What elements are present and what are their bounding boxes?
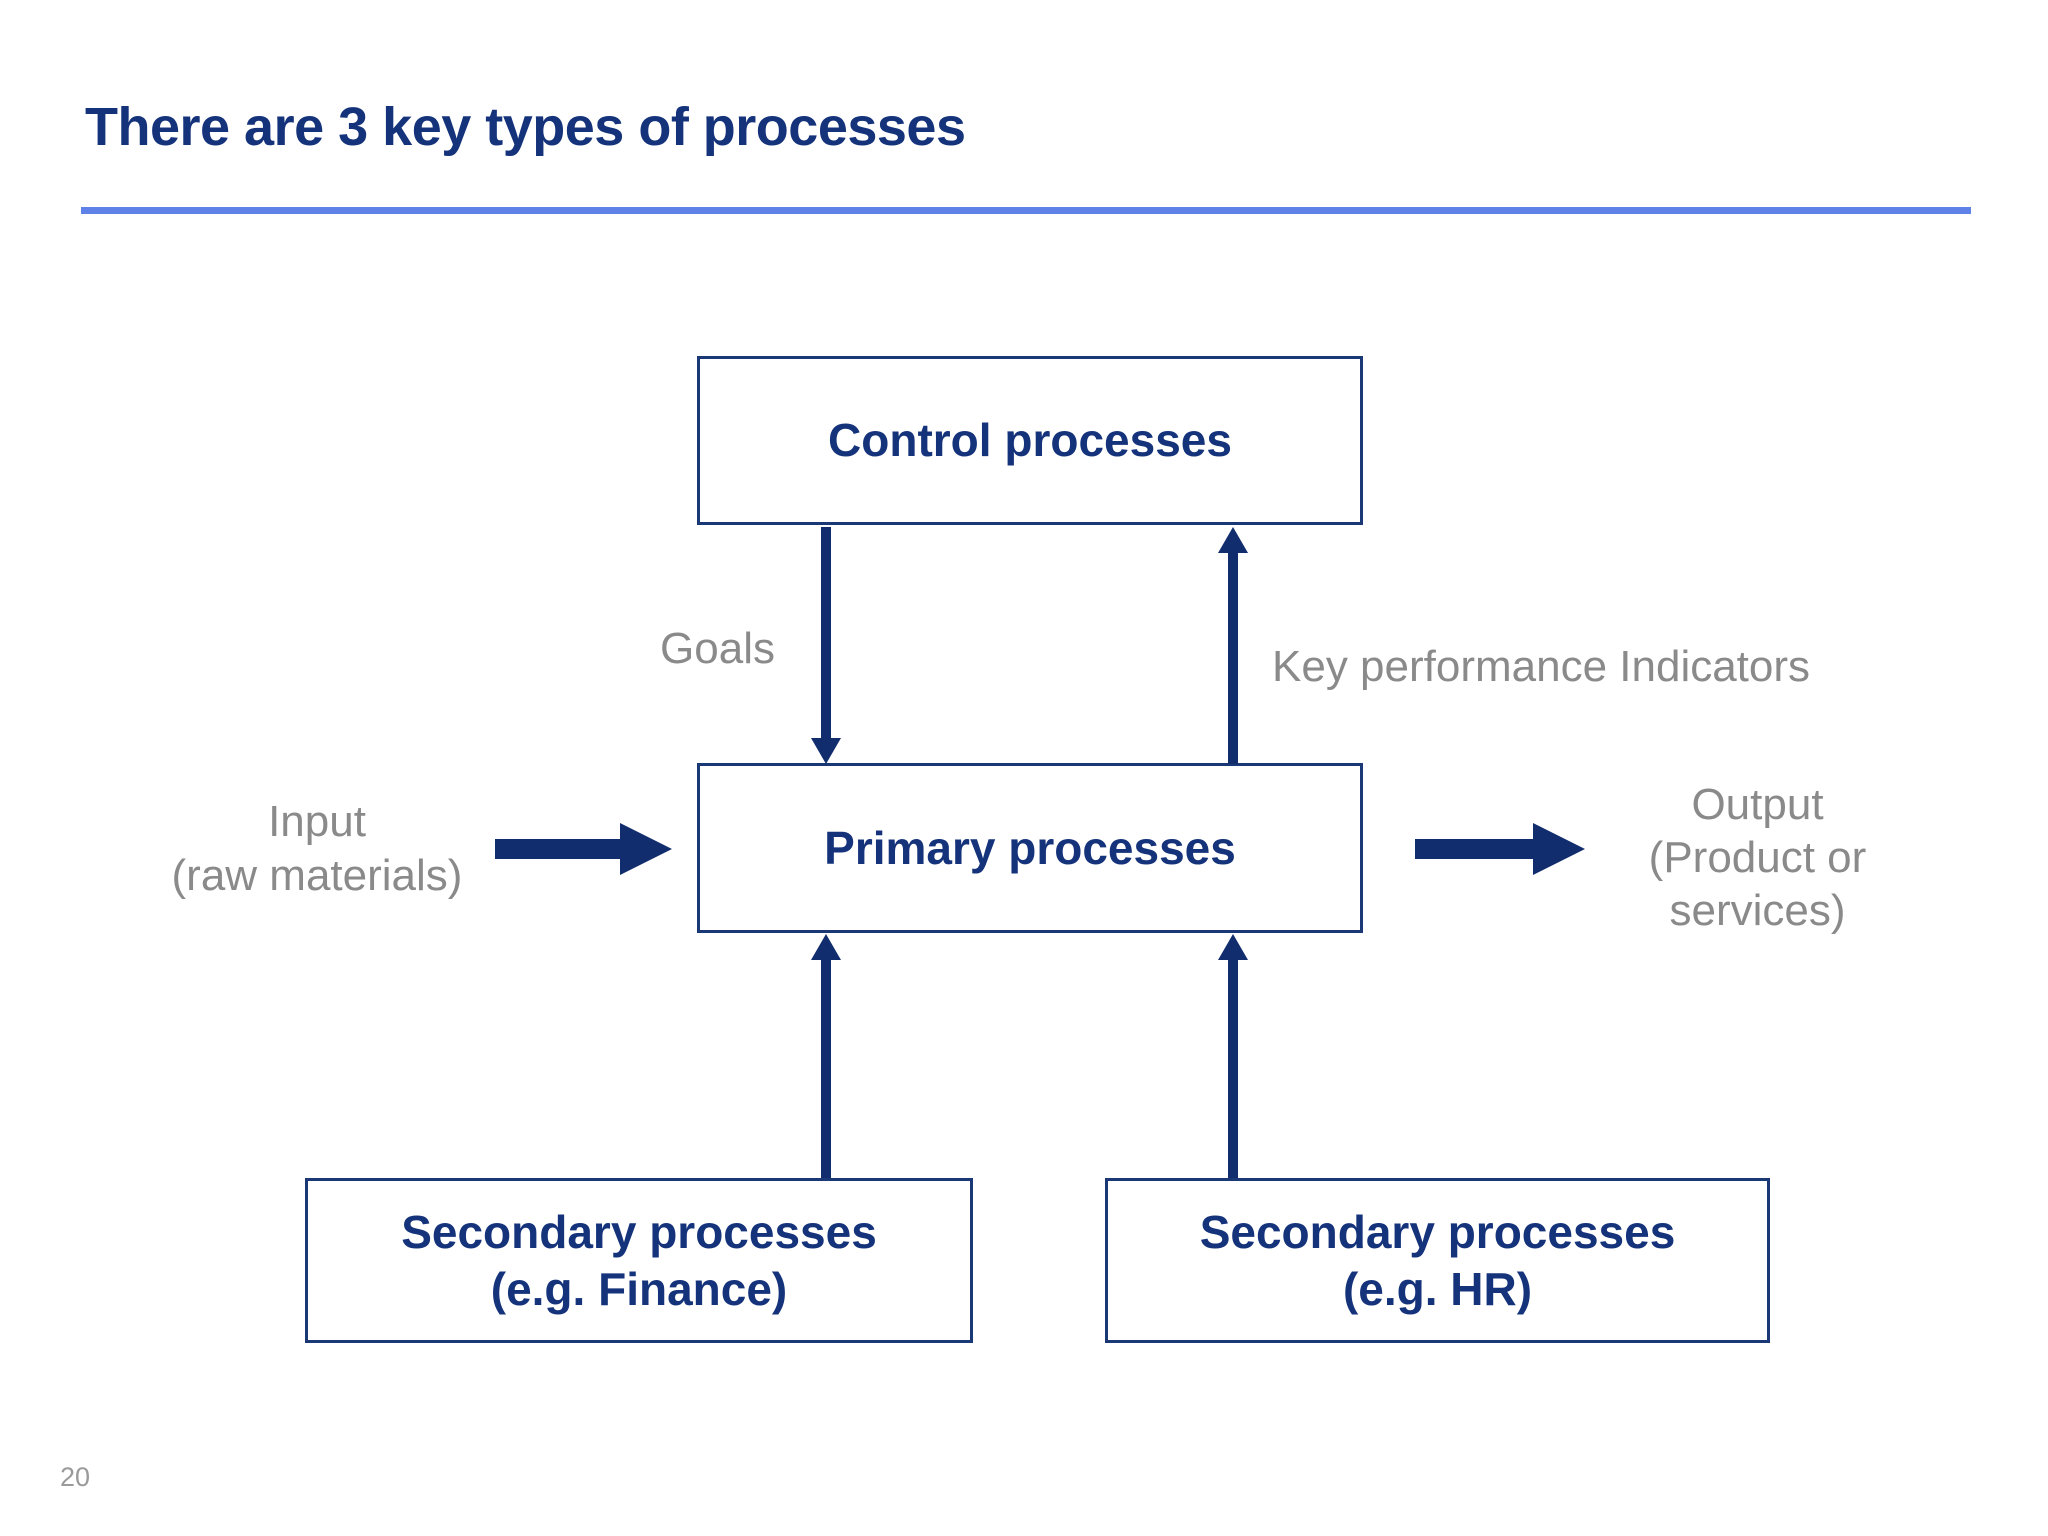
- arrow-shaft: [1415, 839, 1535, 859]
- kpi-arrow-up-icon: [1218, 527, 1248, 764]
- kpi-label: Key performance Indicators: [1272, 642, 1811, 691]
- primary-processes-label: Primary processes: [824, 821, 1236, 874]
- secondary-finance-label-line1: Secondary processes: [401, 1205, 877, 1258]
- arrow-stem: [1228, 551, 1238, 764]
- output-label-line1: Output: [1691, 780, 1824, 829]
- arrow-head: [1218, 527, 1248, 553]
- slide-title: There are 3 key types of processes: [85, 97, 966, 157]
- secondary-finance-arrow-up-icon: [811, 934, 841, 1178]
- title-underline-rule: [81, 207, 1971, 214]
- input-label-line1: Input: [268, 797, 366, 846]
- secondary-hr-label-line2: (e.g. HR): [1342, 1262, 1533, 1315]
- output-label-line3: services): [1669, 886, 1846, 935]
- arrow-shaft: [495, 839, 622, 859]
- output-label-line2: (Product or: [1648, 833, 1867, 882]
- arrow-stem: [821, 958, 831, 1178]
- input-label: Input (raw materials): [127, 795, 507, 903]
- box-control-processes: Control processes: [697, 356, 1363, 525]
- arrow-head: [811, 738, 841, 764]
- control-processes-label: Control processes: [828, 414, 1232, 466]
- arrow-stem: [821, 527, 831, 740]
- input-label-line2: (raw materials): [171, 851, 463, 900]
- output-label: Output (Product or services): [1585, 778, 1930, 937]
- page-number: 20: [60, 1462, 91, 1492]
- goals-arrow-down-icon: [811, 527, 841, 764]
- arrow-head: [1533, 823, 1585, 875]
- output-arrow-right-icon: [1415, 823, 1585, 875]
- arrow-stem: [1228, 958, 1238, 1178]
- secondary-hr-label-line1: Secondary processes: [1199, 1205, 1676, 1258]
- secondary-hr-arrow-up-icon: [1218, 934, 1248, 1178]
- secondary-finance-label-line2: (e.g. Finance): [490, 1262, 788, 1315]
- input-arrow-right-icon: [495, 823, 672, 875]
- box-primary-processes: Primary processes: [697, 763, 1363, 933]
- box-secondary-processes-hr: Secondary processes (e.g. HR): [1105, 1178, 1770, 1343]
- goals-label: Goals: [660, 624, 775, 673]
- arrow-head: [811, 934, 841, 960]
- arrow-head: [620, 823, 672, 875]
- arrow-head: [1218, 934, 1248, 960]
- box-secondary-processes-finance: Secondary processes (e.g. Finance): [305, 1178, 973, 1343]
